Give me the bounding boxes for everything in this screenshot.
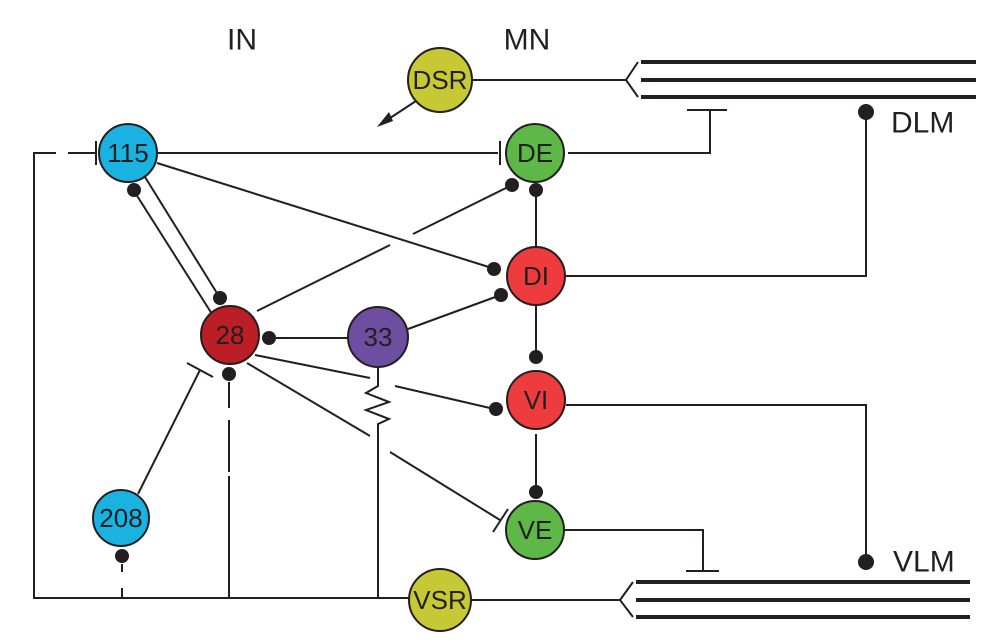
115-to-di-line: [156, 162, 493, 269]
28-to-115-line: [133, 190, 213, 315]
di-to-dlm-line: [566, 116, 867, 277]
dlm-label: DLM: [891, 107, 954, 140]
node-28-label: 28: [216, 320, 245, 350]
vlm-input-fork: [618, 581, 634, 618]
node-vi: VI: [506, 370, 566, 430]
dlm-input-fork: [624, 61, 639, 98]
node-208-label: 208: [99, 503, 142, 533]
synapse-dot-icon: [494, 288, 508, 302]
vsr-loop-line: [33, 152, 410, 599]
28-to-vi-line-a: [254, 354, 371, 379]
node-de: DE: [505, 123, 565, 183]
synapse-dot-icon: [529, 485, 543, 499]
node-vi-label: VI: [524, 385, 549, 415]
arrowhead-icon: [377, 112, 393, 127]
node-33-label: 33: [364, 322, 393, 352]
synapse-dot-icon: [115, 549, 129, 563]
28-to-ve-line-a: [246, 362, 371, 437]
28-to-de-line-b: [412, 185, 511, 235]
vi-to-vlm-line: [566, 404, 867, 556]
node-de-circle: [505, 123, 565, 183]
vlm-label: VLM: [893, 546, 955, 579]
node-vsr-label: VSR: [413, 585, 466, 615]
dlm-muscle: [624, 60, 976, 99]
115-to-28-line: [144, 176, 221, 299]
node-33-circle: [347, 306, 409, 368]
node-dsr-label: DSR: [413, 65, 468, 95]
33-to-di-line: [407, 295, 499, 330]
synapse-dot-icon: [489, 402, 503, 416]
synapse-dot-icon: [529, 183, 543, 197]
node-ve-label: VE: [518, 515, 553, 545]
synapse-dot-icon: [487, 262, 501, 276]
synapse-dot-icon: [213, 291, 227, 305]
node-28: 28: [200, 305, 260, 365]
synapse-dot-icon: [222, 367, 236, 381]
synapse-dot-icon: [505, 178, 519, 192]
synapse-dot-icon: [262, 331, 276, 345]
node-33: 33: [347, 306, 409, 368]
synapse-dot-icon: [858, 554, 874, 570]
synapse-dot-icon: [858, 104, 874, 120]
synapse-dot-icon: [529, 350, 543, 364]
ve-to-vlm-line: [565, 529, 704, 571]
33-electrical-synapse-icon: [363, 367, 392, 598]
node-115-circle: [98, 123, 158, 183]
de-to-dlm-line: [568, 110, 711, 154]
node-dsr-circle: [407, 47, 473, 113]
node-ve: VE: [505, 500, 565, 560]
node-dsr: DSR: [407, 47, 473, 113]
inhibitory-bar-icon: [186, 362, 214, 378]
node-208: 208: [92, 489, 150, 547]
node-di: DI: [506, 246, 566, 306]
motoneuron-group-label: MN: [504, 24, 551, 57]
node-115-label: 115: [107, 138, 148, 168]
node-di-label: DI: [523, 261, 549, 291]
node-ve-circle: [505, 500, 565, 560]
synapse-dot-icon: [127, 183, 141, 197]
28-to-ve-line-b: [389, 451, 501, 521]
vlm-muscle: [618, 580, 970, 619]
node-vsr-circle: [408, 568, 472, 632]
node-115: 115: [98, 123, 158, 183]
node-di-circle: [506, 246, 566, 306]
node-28-circle: [200, 305, 260, 365]
28-to-de-line-a: [256, 244, 391, 312]
28-to-vi-line-b: [394, 385, 491, 409]
node-vsr: VSR: [408, 568, 472, 632]
node-de-label: DE: [517, 138, 553, 168]
208-to-28-line: [137, 369, 201, 495]
node-208-circle: [92, 489, 150, 547]
interneuron-group-label: IN: [227, 24, 257, 57]
node-vi-circle: [506, 370, 566, 430]
inhibitory-bar-icon: [492, 508, 509, 533]
